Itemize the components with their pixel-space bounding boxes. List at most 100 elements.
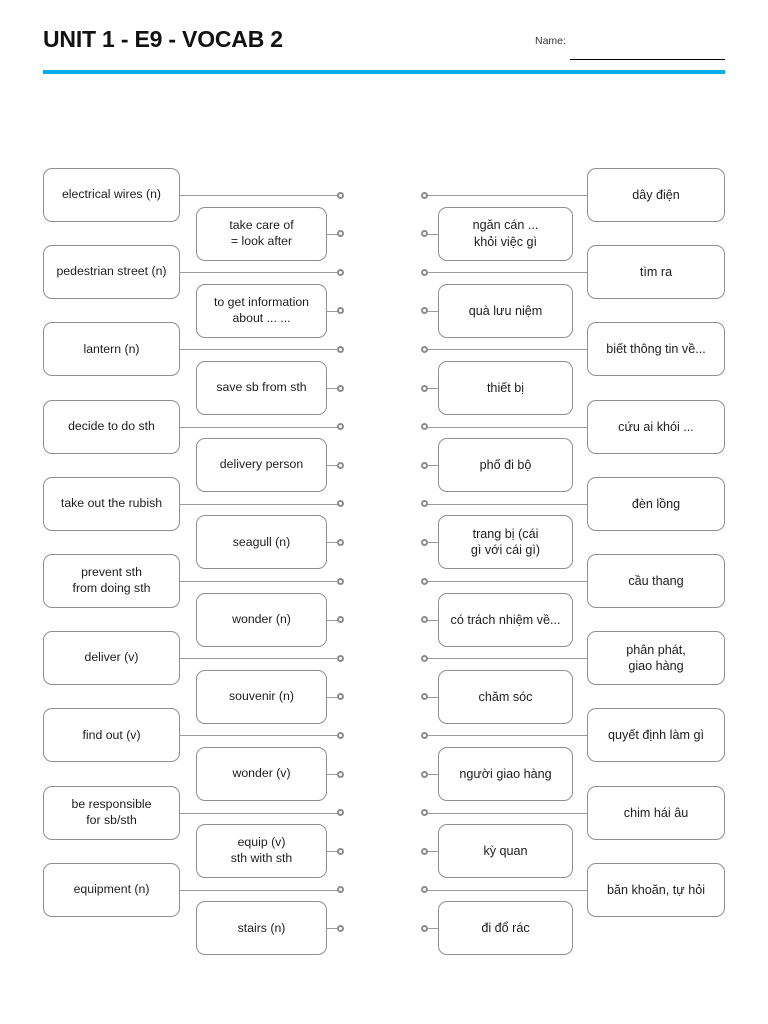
match-card-left-outer-14[interactable]: find out (v) <box>43 708 180 763</box>
connector-dot-right-17[interactable] <box>420 847 428 855</box>
match-card-right-inner-5[interactable]: thiết bị <box>438 361 573 415</box>
connector-dot-left-19[interactable] <box>336 924 344 932</box>
connector-dot-left-14[interactable] <box>336 731 344 739</box>
match-card-left-outer-18[interactable]: equipment (n) <box>43 862 180 917</box>
connector-dot-left-16[interactable] <box>336 809 344 817</box>
match-card-label: decide to do sth <box>68 418 155 433</box>
match-card-right-outer-0[interactable]: dây điện <box>587 168 725 222</box>
connector-dot-left-11[interactable] <box>336 616 344 624</box>
connector-dot-left-10[interactable] <box>336 577 344 585</box>
match-card-right-outer-2[interactable]: tìm ra <box>587 245 725 300</box>
match-card-right-outer-6[interactable]: cứu ai khói ... <box>587 399 725 454</box>
match-card-right-outer-4[interactable]: biết thông tin về... <box>587 322 725 377</box>
match-card-left-outer-6[interactable]: decide to do sth <box>43 399 180 454</box>
name-label: Name: <box>535 35 566 47</box>
name-input-line[interactable] <box>570 59 725 60</box>
match-card-label: save sb from sth <box>216 380 307 395</box>
connector-dot-left-7[interactable] <box>336 461 344 469</box>
connector-dot-right-18[interactable] <box>420 886 428 894</box>
match-card-left-outer-4[interactable]: lantern (n) <box>43 322 180 377</box>
connector-dot-right-14[interactable] <box>420 731 428 739</box>
match-card-label: tìm ra <box>639 265 673 280</box>
match-card-right-inner-13[interactable]: chăm sóc <box>438 669 573 724</box>
connector-dot-right-1[interactable] <box>420 230 428 238</box>
match-card-right-outer-10[interactable]: cầu thang <box>587 554 725 608</box>
match-card-right-outer-14[interactable]: quyết định làm gì <box>587 708 725 763</box>
match-card-left-inner-15[interactable]: wonder (v) <box>196 747 327 801</box>
connector-dot-right-5[interactable] <box>420 384 428 392</box>
connector-dot-right-0[interactable] <box>420 191 428 199</box>
match-card-left-outer-0[interactable]: electrical wires (n) <box>43 168 180 222</box>
match-card-left-outer-2[interactable]: pedestrian street (n) <box>43 245 180 300</box>
match-card-left-inner-11[interactable]: wonder (n) <box>196 592 327 647</box>
connector-dot-left-13[interactable] <box>336 693 344 701</box>
match-card-left-inner-7[interactable]: delivery person <box>196 438 327 493</box>
connector-line-right-14 <box>424 735 587 737</box>
match-card-right-inner-3[interactable]: quà lưu niệm <box>438 283 573 338</box>
connector-dot-left-0[interactable] <box>336 191 344 199</box>
connector-dot-right-7[interactable] <box>420 461 428 469</box>
match-card-right-outer-12[interactable]: phân phát,giao hàng <box>587 631 725 686</box>
match-card-right-inner-11[interactable]: có trách nhiệm về... <box>438 592 573 647</box>
connector-dot-right-2[interactable] <box>420 268 428 276</box>
connector-dot-left-5[interactable] <box>336 384 344 392</box>
connector-line-left-4 <box>180 349 340 351</box>
match-card-left-inner-1[interactable]: take care of= look after <box>196 206 327 261</box>
connector-line-right-6 <box>424 426 587 428</box>
connector-dot-left-1[interactable] <box>336 230 344 238</box>
match-card-right-outer-16[interactable]: chim hái âu <box>587 785 725 840</box>
match-card-right-inner-7[interactable]: phố đi bộ <box>438 438 573 493</box>
match-card-right-inner-15[interactable]: người giao hàng <box>438 747 573 801</box>
connector-dot-right-10[interactable] <box>420 577 428 585</box>
connector-dot-right-16[interactable] <box>420 809 428 817</box>
connector-dot-left-12[interactable] <box>336 654 344 662</box>
connector-dot-right-13[interactable] <box>420 693 428 701</box>
connector-line-right-0 <box>424 195 587 196</box>
match-card-left-inner-5[interactable]: save sb from sth <box>196 361 327 415</box>
connector-line-left-10 <box>180 581 340 582</box>
connector-dot-right-15[interactable] <box>420 770 428 778</box>
match-card-left-outer-12[interactable]: deliver (v) <box>43 631 180 686</box>
connector-dot-right-9[interactable] <box>420 538 428 546</box>
connector-dot-right-11[interactable] <box>420 616 428 624</box>
connector-dot-left-6[interactable] <box>336 423 344 431</box>
connector-dot-left-2[interactable] <box>336 268 344 276</box>
match-card-right-inner-17[interactable]: kỳ quan <box>438 824 573 879</box>
match-card-right-outer-18[interactable]: băn khoăn, tự hỏi <box>587 862 725 917</box>
match-card-left-inner-13[interactable]: souvenir (n) <box>196 669 327 724</box>
match-card-label: wonder (v) <box>232 766 291 781</box>
match-card-right-inner-19[interactable]: đi đổ rác <box>438 901 573 956</box>
connector-dot-right-19[interactable] <box>420 924 428 932</box>
connector-dot-left-9[interactable] <box>336 538 344 546</box>
connector-line-right-9 <box>424 542 438 544</box>
connector-dot-right-12[interactable] <box>420 654 428 662</box>
match-card-label: deliver (v) <box>84 650 139 665</box>
connector-dot-left-17[interactable] <box>336 847 344 855</box>
connector-dot-right-3[interactable] <box>420 307 428 315</box>
match-card-left-inner-17[interactable]: equip (v)sth with sth <box>196 824 327 879</box>
connector-dot-right-6[interactable] <box>420 423 428 431</box>
connector-dot-left-15[interactable] <box>336 770 344 778</box>
connector-dot-left-18[interactable] <box>336 886 344 894</box>
match-card-label: ngăn cán ...khỏi việc gì <box>472 218 539 249</box>
connector-line-right-2 <box>424 272 587 274</box>
match-card-label: thiết bị <box>486 380 525 395</box>
match-card-left-outer-8[interactable]: take out the rubish <box>43 476 180 531</box>
connector-line-right-12 <box>424 658 587 660</box>
connector-dot-left-8[interactable] <box>336 500 344 508</box>
connector-dot-right-4[interactable] <box>420 345 428 353</box>
match-card-left-inner-19[interactable]: stairs (n) <box>196 901 327 956</box>
match-card-right-inner-1[interactable]: ngăn cán ...khỏi việc gì <box>438 206 573 261</box>
connector-dot-right-8[interactable] <box>420 500 428 508</box>
match-card-right-outer-8[interactable]: đèn lồng <box>587 476 725 531</box>
match-card-left-inner-9[interactable]: seagull (n) <box>196 515 327 570</box>
connector-dot-left-4[interactable] <box>336 345 344 353</box>
connector-line-left-12 <box>180 658 340 660</box>
connector-dot-left-3[interactable] <box>336 307 344 315</box>
